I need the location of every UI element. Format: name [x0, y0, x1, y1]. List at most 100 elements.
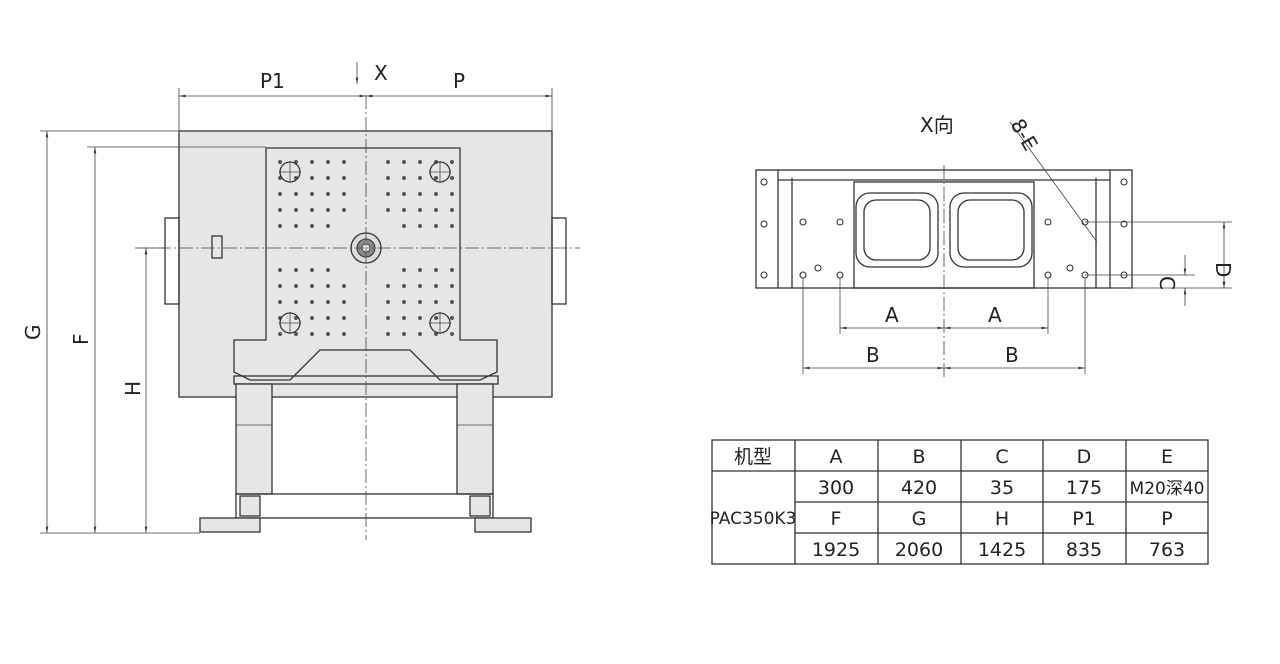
table-value-a: 300 — [818, 477, 854, 499]
bolt-hole — [326, 316, 330, 320]
right-foot — [474, 517, 532, 533]
table-header-a: A — [830, 446, 843, 468]
table-header-p1: P1 — [1072, 508, 1096, 530]
bolt-hole — [402, 284, 406, 288]
bolt-hole — [418, 176, 422, 180]
dim-p-label: P — [453, 69, 465, 93]
bolt-hole — [418, 316, 422, 320]
side-hole — [760, 178, 768, 186]
bolt-hole — [326, 332, 330, 336]
bolt-hole — [450, 268, 454, 272]
bolt-hole — [386, 332, 390, 336]
bolt-hole — [450, 316, 454, 320]
bolt-hole — [418, 224, 422, 228]
bolt-hole — [434, 192, 438, 196]
bolt-hole — [278, 224, 282, 228]
bolt-hole — [386, 316, 390, 320]
table-value-b: 420 — [901, 477, 937, 499]
bolt-hole — [278, 284, 282, 288]
bolt-hole — [402, 208, 406, 212]
bolt-hole — [326, 268, 330, 272]
bolt-hole — [418, 268, 422, 272]
bolt-hole — [310, 176, 314, 180]
bolt-hole — [386, 208, 390, 212]
dim-f-label: F — [69, 333, 93, 345]
dim-h-label: H — [121, 381, 145, 396]
dim-b-right: B — [1005, 343, 1019, 367]
bolt-hole — [310, 300, 314, 304]
left-foot — [199, 517, 261, 533]
bolt-hole — [342, 316, 346, 320]
table-header-e: E — [1161, 446, 1173, 468]
bolt-hole — [402, 332, 406, 336]
left-column — [235, 383, 273, 495]
bolt-hole — [278, 300, 282, 304]
bolt-hole — [450, 300, 454, 304]
table-header-p: P — [1161, 508, 1172, 530]
hole-leader — [1009, 121, 1098, 243]
side-view-title: X向 — [920, 113, 954, 137]
side-hole — [799, 271, 807, 279]
side-hole — [760, 220, 768, 228]
table-value-c: 35 — [990, 477, 1014, 499]
bolt-hole — [294, 300, 298, 304]
bolt-hole — [278, 192, 282, 196]
bolt-hole — [294, 224, 298, 228]
bolt-hole — [326, 208, 330, 212]
bolt-hole — [278, 268, 282, 272]
bolt-hole — [434, 284, 438, 288]
dim-a-right: A — [988, 303, 1002, 327]
bolt-hole — [434, 208, 438, 212]
bolt-hole — [326, 224, 330, 228]
side-hole — [760, 271, 768, 279]
dim-p1-label: P1 — [260, 69, 285, 93]
bolt-hole — [450, 332, 454, 336]
spec-table: 机型 PAC350K3 A B C D E 300 420 35 175 M20… — [710, 439, 1209, 565]
bolt-hole — [294, 316, 298, 320]
bolt-hole — [294, 192, 298, 196]
bolt-hole — [310, 192, 314, 196]
dim-c: C — [1155, 276, 1179, 290]
bolt-hole — [310, 208, 314, 212]
bolt-hole — [342, 208, 346, 212]
base-frame — [235, 493, 494, 519]
table-value-p: 763 — [1149, 539, 1185, 561]
bolt-hole — [294, 284, 298, 288]
bolt-hole — [418, 300, 422, 304]
bolt-hole — [310, 160, 314, 164]
table-value-p1: 835 — [1066, 539, 1102, 561]
bolt-hole — [278, 160, 282, 164]
bolt-hole — [326, 300, 330, 304]
bolt-hole — [434, 176, 438, 180]
bolt-hole — [402, 316, 406, 320]
side-view: X向 8-E A A B B — [755, 113, 1235, 378]
bolt-hole — [418, 332, 422, 336]
table-value-d: 175 — [1066, 477, 1102, 499]
bolt-hole — [418, 160, 422, 164]
table-header-c: C — [995, 446, 1008, 468]
table-header-g: G — [912, 508, 927, 530]
bolt-hole — [386, 176, 390, 180]
bolt-hole — [342, 284, 346, 288]
table-value-h: 1425 — [978, 539, 1026, 561]
bolt-hole — [434, 316, 438, 320]
bolt-hole — [418, 284, 422, 288]
bolt-hole — [434, 224, 438, 228]
bolt-hole — [450, 176, 454, 180]
bolt-hole — [450, 208, 454, 212]
bolt-hole — [402, 160, 406, 164]
side-hole — [814, 264, 822, 272]
left-ear — [164, 217, 180, 305]
bolt-hole — [342, 160, 346, 164]
bolt-hole — [326, 160, 330, 164]
bolt-hole — [342, 176, 346, 180]
bolt-hole — [386, 284, 390, 288]
bolt-hole — [342, 332, 346, 336]
bolt-hole — [342, 300, 346, 304]
right-column — [456, 383, 494, 495]
bolt-hole — [310, 224, 314, 228]
bolt-hole — [450, 284, 454, 288]
bolt-hole — [386, 160, 390, 164]
side-hole — [1044, 271, 1052, 279]
bolt-hole — [402, 300, 406, 304]
